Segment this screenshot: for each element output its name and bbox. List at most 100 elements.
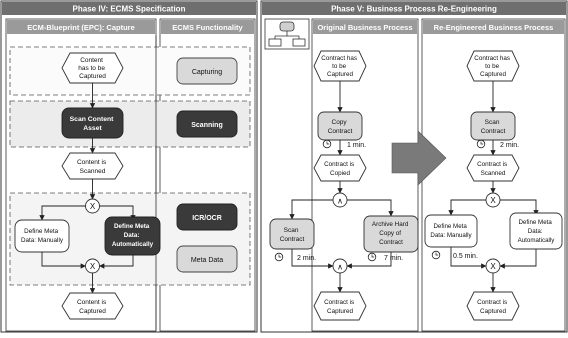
orig-event-end [313,291,367,321]
svg-text:Archive Hard Copy of: Archive Hard Copy of Contract [372,221,410,246]
orig-event-copied-line2: Copied [330,170,350,177]
svg-text:Contract is Scanned: Contract is Scanned [477,161,509,177]
orig-event-start [313,50,367,82]
svg-text:Define Meta Data:: Define Meta Data: Automatically [112,223,154,248]
ecms-capturing-label: Capturing [192,69,222,76]
re-event-start-line3: Captured [480,71,506,78]
orig-function-archive-line2: Copy of [379,230,401,237]
panel-phase-iv-title: Phase IV: ECMS Specification [73,5,186,14]
orig-event-copied [313,154,367,182]
svg-text:Content is Captured: Content is Captured [77,299,108,315]
function-define-meta-auto-line1: Define Meta [114,223,150,230]
ecms-meta-data [176,245,238,273]
event-content-to-capture-line1: Content [80,57,103,64]
process-model-icon [264,18,310,50]
panel-phase-v-title: Phase V: Business Process Re-Engineering [331,5,497,14]
re-function-scan-line2: Contract [481,128,506,135]
svg-text:Scan Content Asset: Scan Content Asset [70,116,116,132]
svg-text:Contract is Copied: Contract is Copied [324,161,356,177]
svg-text:Copy Contract: Copy Contract [328,119,353,135]
orig-event-start-line2: to be [332,63,347,70]
event-content-captured-line1: Content is [77,299,107,306]
clock-icon [431,250,441,260]
function-scan-content-asset-line2: Asset [83,125,102,132]
panel-phase-v-title-bar [262,2,566,15]
orig-event-copied-line1: Contract is [324,161,354,168]
reengineered-column-header [423,20,564,34]
function-define-meta-manual [14,219,70,253]
re-event-end-line2: Captured [480,308,506,315]
orig-function-archive-line3: Contract [379,239,403,246]
orig-function-copy [317,111,363,141]
svg-text:Contract is Captured: Contract is Captured [324,299,356,315]
orig-event-start-line3: Captured [327,71,353,78]
svg-text:Define Meta Data: Manual: Define Meta Data: Manually [430,223,472,239]
re-function-define-auto-line2: Data: [528,228,543,235]
ecms-scanning-label: Scanning [191,122,223,129]
orig-function-archive-line1: Archive Hard [372,221,409,228]
re-event-start [466,50,520,82]
svg-text:Content is Scanned: Content is Scanned [77,159,108,175]
function-define-meta-manual-line1: Define Meta [24,228,58,235]
reengineered-column-title: Re-Engineered Business Process [434,23,554,32]
clock-icon [367,252,377,262]
ecms-capturing [176,57,238,85]
svg-text:Content has to be: Content has to be Captured [78,57,107,80]
original-column-header [313,20,417,34]
function-define-meta-auto [104,216,161,256]
re-xor-split-symbol: X [490,196,496,205]
re-scan-time: 2 min. [500,142,519,149]
orig-function-scan-line2: Contract [280,236,305,243]
orig-copy-time: 1 min. [347,142,366,149]
svg-text:Define Meta Data:: Define Meta Data: Automatically [518,219,556,244]
function-define-meta-auto-line3: Automatically [112,241,154,248]
re-function-define-manual [424,214,478,248]
re-event-start-line1: Contract has [474,55,510,62]
xor-join-symbol: X [90,262,96,271]
re-function-define-auto-line3: Automatically [518,237,556,244]
svg-text:Define Meta Data: Manual: Define Meta Data: Manually [21,228,64,244]
re-function-define-auto-line1: Define Meta [518,219,552,226]
transformation-arrow [391,130,447,186]
svg-text:Scan Contract: Scan Contract [481,119,506,135]
function-scan-content-asset-line1: Scan Content [70,116,115,123]
panel-phase-v: Phase V: Business Process Re-Engineering… [260,0,568,333]
re-function-define-manual-line1: Define Meta [433,223,467,230]
re-event-end [466,291,520,321]
xor-split-symbol: X [90,202,96,211]
re-event-scanned-line2: Scanned [481,170,506,177]
re-event-end-line1: Contract is [477,299,507,306]
function-define-meta-manual-line2: Data: Manually [21,237,64,244]
orig-scan-time: 2 min. [297,255,316,262]
event-content-scanned [61,152,124,180]
epc-column-header [7,20,155,34]
clock-icon [322,139,332,149]
svg-text:Scan Contract: Scan Contract [280,227,305,243]
re-event-scanned [466,154,520,182]
panel-phase-iv: Phase IV: ECMS Specification ECM-Bluepri… [0,0,258,333]
ecms-icr-ocr-label: ICR/OCR [192,215,222,222]
event-content-to-capture-line3: Captured [79,73,106,80]
event-content-to-capture [61,52,124,84]
re-manual-time: 0.5 min. [453,253,478,260]
function-scan-content-asset [61,107,124,139]
orig-archive-time: 7 min. [384,255,403,262]
ecms-column-title: ECMS Functionality [172,23,243,32]
re-xor-join-symbol: X [490,262,496,271]
svg-text:Contract has to be: Contract has to be Captured [321,55,358,78]
ecms-column-header [161,20,254,34]
re-function-scan-line1: Scan [485,119,500,126]
orig-event-end-line2: Captured [327,308,353,315]
re-function-define-manual-line2: Data: Manually [430,232,472,239]
event-content-scanned-line1: Content is [77,159,107,166]
panel-phase-iv-title-bar [2,2,256,15]
clock-icon [274,252,284,262]
svg-text:Contract has to be: Contract has to be Captured [474,55,511,78]
and-join-symbol: ∧ [337,263,343,272]
svg-text:Contract is Captured: Contract is Captured [477,299,509,315]
event-content-captured [61,292,124,320]
re-event-start-line2: to be [485,63,500,70]
event-content-to-capture-line2: has to be [78,65,105,72]
